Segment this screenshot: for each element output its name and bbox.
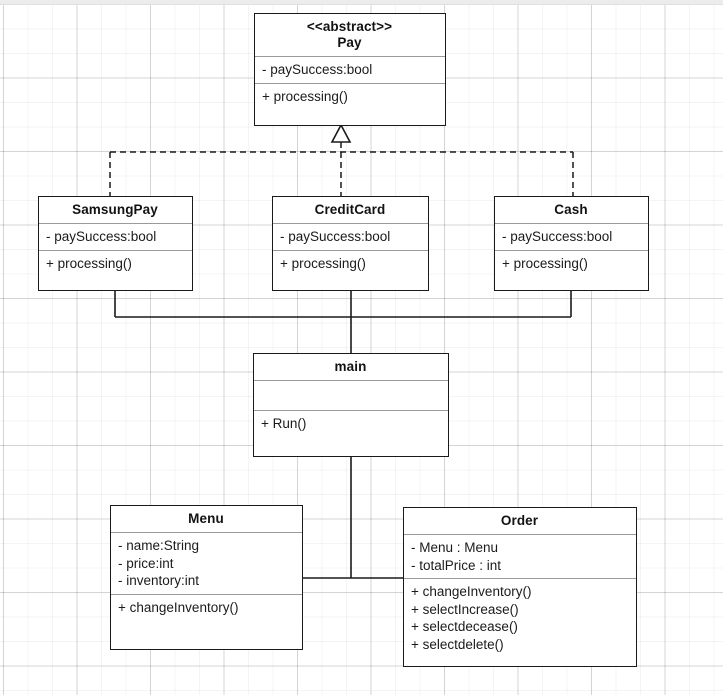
- class-box-creditcard[interactable]: CreditCard - paySuccess:bool + processin…: [272, 196, 429, 291]
- class-attributes-menu: - name:String - price:int - inventory:in…: [111, 532, 302, 594]
- class-name-creditcard: CreditCard: [273, 197, 428, 223]
- method-item: + selectIncrease(): [411, 601, 519, 617]
- class-methods-order: + changeInventory() + selectIncrease() +…: [404, 578, 636, 666]
- class-name-samsungpay: SamsungPay: [39, 197, 192, 223]
- attribute-item: - name:String: [118, 538, 200, 553]
- class-box-main[interactable]: main + Run(): [253, 353, 449, 457]
- attribute-item: - inventory:int: [118, 573, 200, 588]
- class-title-cash: Cash: [554, 202, 588, 217]
- class-attributes-cash: - paySuccess:bool: [495, 223, 648, 250]
- class-box-cash[interactable]: Cash - paySuccess:bool + processing(): [494, 196, 649, 291]
- method-item: + selectdelete(): [411, 636, 504, 652]
- class-methods-pay: + processing(): [255, 82, 445, 110]
- method-item: + changeInventory(): [411, 584, 532, 599]
- class-methods-main: + Run(): [254, 410, 448, 456]
- class-box-menu[interactable]: Menu - name:String - price:int - invento…: [110, 505, 303, 650]
- class-methods-cash: + processing(): [495, 249, 648, 277]
- class-box-order[interactable]: Order - Menu : Menu - totalPrice : int +…: [403, 507, 637, 667]
- class-title-main: main: [334, 359, 367, 374]
- class-methods-creditcard: + processing(): [273, 249, 428, 277]
- method-item: + selectdecease(): [411, 619, 518, 634]
- attribute-item: - paySuccess:bool: [502, 229, 613, 244]
- class-attributes-pay: - paySuccess:bool: [255, 56, 445, 83]
- class-box-samsungpay[interactable]: SamsungPay - paySuccess:bool + processin…: [38, 196, 193, 291]
- realization-triangle-icon: [330, 123, 352, 143]
- attribute-item: - paySuccess:bool: [280, 229, 391, 244]
- method-item: + changeInventory(): [118, 599, 239, 615]
- attribute-item: - paySuccess:bool: [262, 62, 373, 77]
- class-name-pay: <<abstract>> Pay: [255, 14, 445, 56]
- class-name-main: main: [254, 354, 448, 380]
- method-item: + Run(): [261, 416, 307, 431]
- method-item: + processing(): [280, 255, 366, 271]
- method-item: + processing(): [262, 88, 348, 104]
- class-attributes-main: [254, 380, 448, 410]
- class-title-order: Order: [500, 513, 539, 528]
- top-ruler-strip: [0, 0, 723, 5]
- class-name-order: Order: [404, 508, 636, 534]
- class-attributes-creditcard: - paySuccess:bool: [273, 223, 428, 250]
- method-item: + processing(): [502, 255, 588, 271]
- attribute-item: - price:int: [118, 555, 174, 571]
- class-methods-samsungpay: + processing(): [39, 249, 192, 277]
- method-item: + processing(): [46, 255, 132, 271]
- class-attributes-samsungpay: - paySuccess:bool: [39, 223, 192, 250]
- attribute-item: - Menu : Menu: [411, 540, 499, 555]
- attribute-item: - totalPrice : int: [411, 557, 502, 573]
- class-attributes-order: - Menu : Menu - totalPrice : int: [404, 534, 636, 578]
- class-title-samsungpay: SamsungPay: [72, 202, 158, 217]
- class-stereotype-pay: <<abstract>>: [306, 19, 393, 34]
- class-title-menu: Menu: [188, 511, 224, 526]
- class-name-cash: Cash: [495, 197, 648, 223]
- attribute-item: - paySuccess:bool: [46, 229, 157, 244]
- class-name-menu: Menu: [111, 506, 302, 532]
- class-title-creditcard: CreditCard: [314, 202, 386, 217]
- class-box-pay[interactable]: <<abstract>> Pay - paySuccess:bool + pro…: [254, 13, 446, 126]
- class-methods-menu: + changeInventory(): [111, 593, 302, 650]
- class-title-pay: Pay: [337, 35, 362, 50]
